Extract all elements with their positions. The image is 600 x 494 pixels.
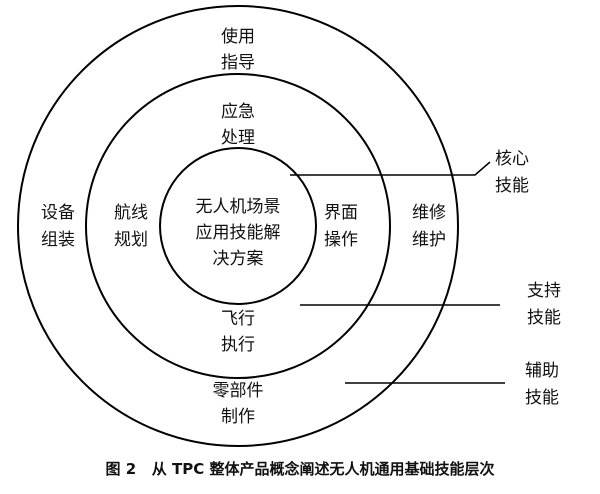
outer-top-label-2: 指导 bbox=[221, 53, 255, 73]
middle-right-label-2: 操作 bbox=[324, 230, 358, 250]
outer-top-label-1: 使用 bbox=[221, 26, 255, 47]
support-skill-label-1: 支持 bbox=[527, 281, 561, 301]
outer-bottom-label-1: 零部件 bbox=[213, 381, 264, 401]
core-skill-label-1: 核心 bbox=[495, 149, 529, 169]
center-label-2: 应用技能解 bbox=[196, 223, 281, 243]
middle-ring bbox=[85, 73, 391, 379]
center-label-3: 决方案 bbox=[213, 249, 264, 269]
outer-bottom-label-2: 制作 bbox=[221, 407, 255, 427]
middle-left-label-2: 规划 bbox=[114, 230, 148, 250]
center-label-1: 无人机场景 bbox=[196, 197, 281, 217]
auxiliary-skill-label-1: 辅助 bbox=[525, 361, 559, 381]
inner-circle bbox=[159, 147, 317, 305]
core-skill-leader bbox=[290, 161, 491, 176]
outer-left-label-1: 设备 bbox=[41, 203, 75, 223]
middle-left-label-1: 航线 bbox=[114, 203, 148, 223]
figure-caption: 图 2 从 TPC 整体产品概念阐述无人机通用基础技能层次 bbox=[105, 460, 494, 478]
middle-bottom-label-2: 执行 bbox=[221, 335, 255, 355]
middle-top-label-2: 处理 bbox=[221, 128, 255, 148]
middle-bottom-label-1: 飞行 bbox=[221, 309, 255, 329]
middle-right-label-1: 界面 bbox=[324, 203, 358, 223]
support-skill-label-2: 技能 bbox=[527, 308, 561, 328]
outer-ring bbox=[17, 5, 459, 447]
middle-top-label-1: 应急 bbox=[221, 102, 255, 122]
outer-right-label-1: 维修 bbox=[412, 203, 446, 223]
outer-right-label-2: 维护 bbox=[412, 230, 446, 250]
core-skill-label-2: 技能 bbox=[495, 176, 529, 196]
auxiliary-skill-label-2: 技能 bbox=[525, 388, 559, 408]
outer-left-label-2: 组装 bbox=[41, 230, 75, 250]
